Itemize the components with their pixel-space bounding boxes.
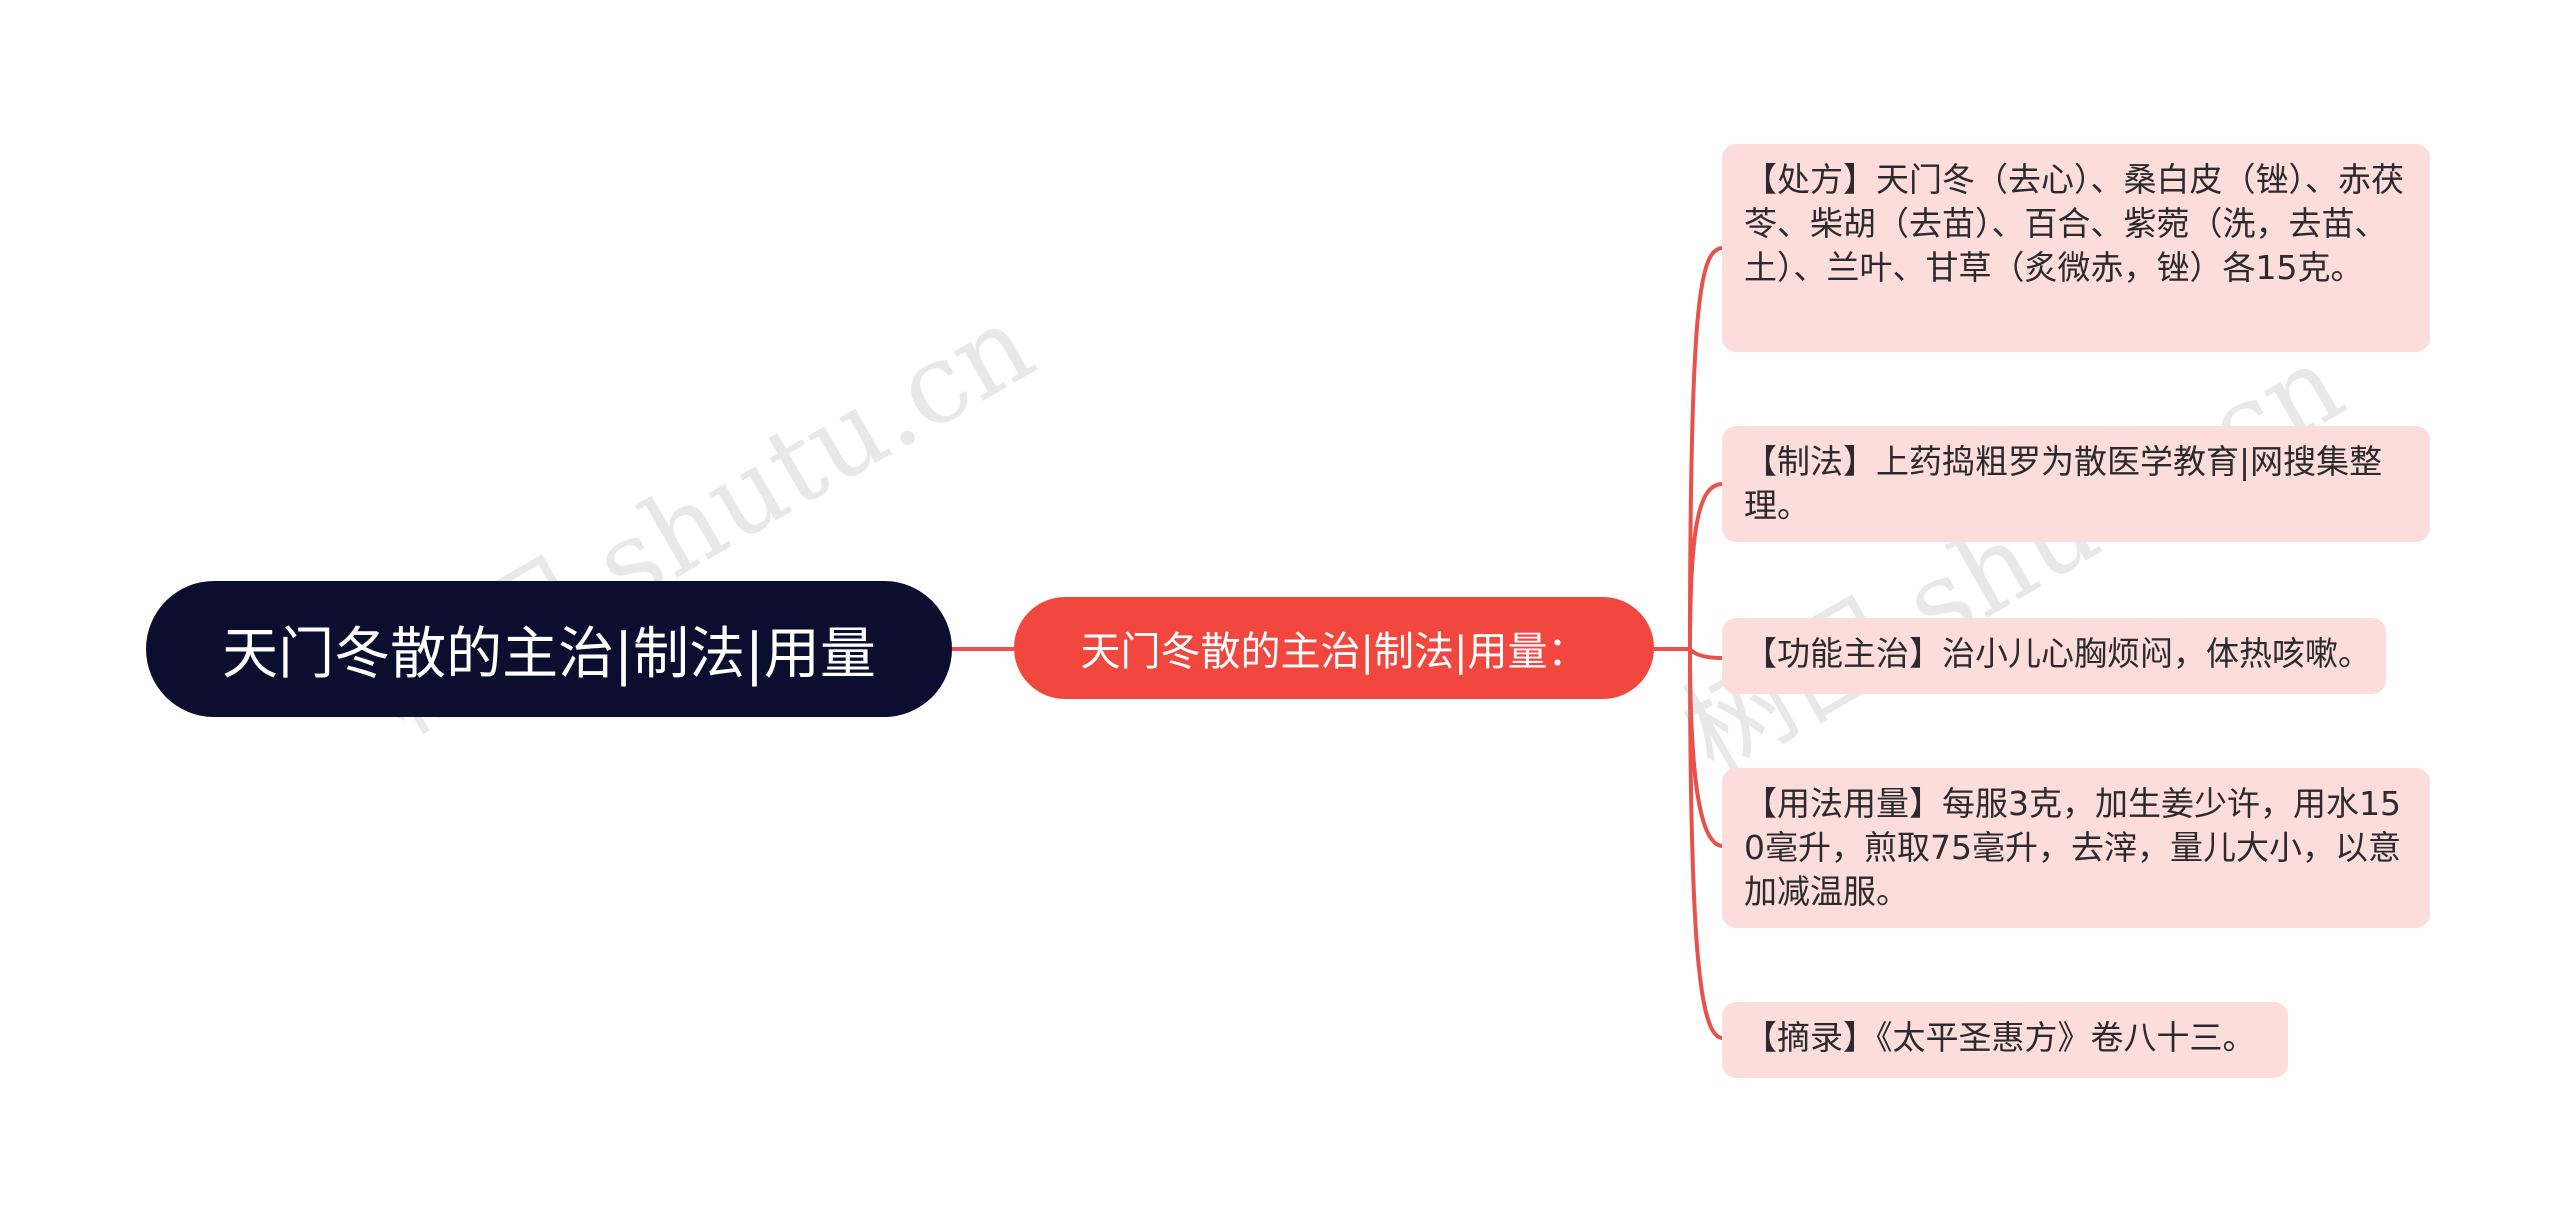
leaf-node-source[interactable]: 【摘录】《太平圣惠方》卷八十三。: [1722, 1002, 2288, 1078]
branch-node[interactable]: 天门冬散的主治|制法|用量：: [1014, 597, 1654, 699]
leaf-connector-3: [1688, 647, 1723, 660]
leaf-connector-4: [1688, 648, 1723, 848]
leaf-connector-2: [1688, 482, 1723, 650]
leaf-connector-5: [1688, 648, 1723, 1040]
leaf-node-indications[interactable]: 【功能主治】治小儿心胸烦闷，体热咳嗽。: [1722, 618, 2386, 694]
root-node[interactable]: 天门冬散的主治|制法|用量: [146, 581, 952, 717]
leaf-connector-1: [1688, 246, 1723, 650]
leaf-node-prescription[interactable]: 【处方】天门冬（去心）、桑白皮（锉）、赤茯苓、柴胡（去苗）、百合、紫菀（洗，去苗…: [1722, 144, 2430, 352]
leaf-node-dosage[interactable]: 【用法用量】每服3克，加生姜少许，用水150毫升，煎取75毫升，去滓，量儿大小，…: [1722, 768, 2430, 928]
leaf-node-preparation[interactable]: 【制法】上药捣粗罗为散医学教育|网搜集整理。: [1722, 426, 2430, 542]
